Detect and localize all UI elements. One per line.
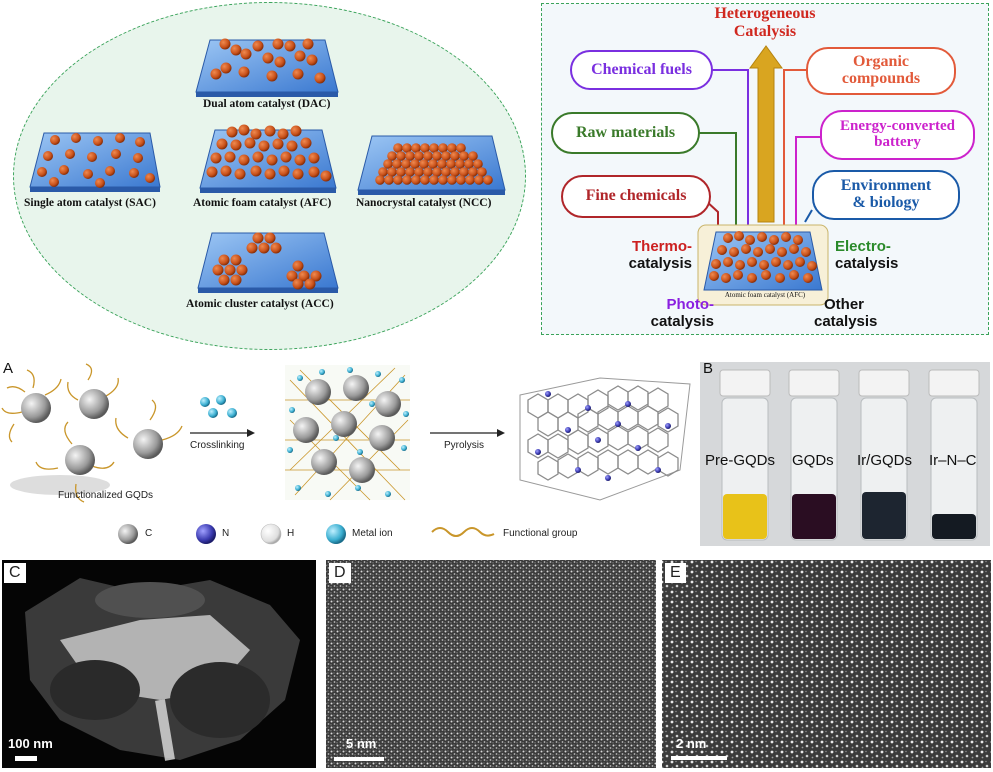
crosslinked-network-illustration	[285, 365, 410, 501]
electro-line-1: Electro-	[835, 238, 891, 255]
legend-metal-ion: Metal ion	[352, 528, 393, 539]
thermo-line-2: catalysis	[628, 255, 692, 272]
sac-illustration	[29, 132, 161, 192]
heterogeneous-arrow	[749, 45, 783, 223]
pill-label: battery	[874, 134, 921, 150]
scale-bar-e: 2 nm	[676, 736, 707, 751]
ncc-illustration	[357, 135, 506, 195]
crosslinking-arrow	[190, 429, 255, 437]
legend-functional-group: Functional group	[503, 528, 578, 539]
pill-energy-battery: Energy-converted battery	[820, 110, 975, 160]
panel-d-letter: D	[329, 563, 351, 583]
functionalized-gqds-label: Functionalized GQDs	[58, 490, 154, 501]
micrograph-e	[662, 560, 991, 768]
pill-label: Organic	[853, 53, 909, 71]
legend-n: N	[222, 528, 230, 539]
thermo-catalysis: Thermo- catalysis	[618, 238, 692, 272]
pill-chemical-fuels: Chemical fuels	[570, 50, 713, 90]
other-line-2: catalysis	[814, 313, 878, 330]
electro-line-2: catalysis	[835, 255, 899, 272]
dac-label: Dual atom catalyst (DAC)	[203, 98, 331, 110]
pill-label: & biology	[852, 194, 920, 211]
scale-bar-d: 5 nm	[346, 736, 377, 751]
functionalized-gqds-illustration	[1, 363, 183, 503]
photo-catalysis: Photo- catalysis	[642, 296, 714, 330]
pill-organic-compounds: Organic compounds	[806, 47, 956, 95]
afc-center-illustration	[697, 224, 829, 306]
pill-label: Chemical fuels	[591, 60, 692, 78]
vials-photo	[700, 362, 990, 546]
legend-markers	[118, 523, 495, 545]
legend-h: H	[287, 528, 295, 539]
electro-catalysis: Electro- catalysis	[835, 238, 898, 272]
other-line-1: Other	[824, 296, 865, 313]
panel-c-letter: C	[4, 563, 26, 583]
pill-raw-materials: Raw materials	[551, 112, 700, 154]
scale-bar-c: 100 nm	[8, 736, 53, 751]
pyrolysis-arrow	[430, 429, 505, 437]
pyrolysis-label: Pyrolysis	[444, 440, 485, 451]
micrograph-c	[2, 560, 316, 768]
panel-e-letter: E	[665, 563, 686, 583]
photo-line-2: catalysis	[650, 313, 714, 330]
thermo-line-1: Thermo-	[632, 238, 692, 255]
vial-label-pre-gqds: Pre-GQDs	[705, 452, 776, 469]
pill-label: Environment	[840, 177, 932, 195]
afc-label: Atomic foam catalyst (AFC)	[193, 197, 332, 209]
panel-a-letter: A	[3, 360, 14, 377]
heterogeneous-title: Heterogeneous Catalysis	[700, 5, 830, 41]
acc-illustration	[197, 232, 339, 293]
acc-label: Atomic cluster catalyst (ACC)	[186, 298, 334, 310]
ncc-label: Nanocrystal catalyst (NCC)	[356, 197, 492, 209]
afc-illustration	[199, 124, 337, 193]
pill-label: Fine chemicals	[585, 187, 687, 205]
dac-illustration	[195, 38, 339, 97]
vial-label-ir-gqds: Ir/GQDs	[857, 452, 912, 469]
vial-label-gqds: GQDs	[792, 452, 834, 469]
micrograph-d	[326, 560, 656, 768]
metal-ions-illustration	[200, 395, 237, 418]
crosslinking-label: Crosslinking	[190, 440, 245, 451]
graphene-network-illustration	[519, 377, 691, 501]
afc-center-caption: Atomic foam catalyst (AFC)	[724, 291, 806, 299]
pill-environment-biology: Environment & biology	[812, 170, 960, 220]
legend-c: C	[145, 528, 153, 539]
photo-line-1: Photo-	[666, 296, 714, 313]
pill-label: compounds	[841, 70, 921, 87]
pill-label: Energy-converted	[840, 118, 955, 135]
other-catalysis: Other catalysis	[814, 296, 877, 330]
title-line-2: Catalysis	[733, 23, 797, 40]
pill-label: Raw materials	[575, 123, 676, 141]
panel-b-letter: B	[703, 360, 714, 377]
sac-label: Single atom catalyst (SAC)	[24, 197, 156, 209]
vial-label-ir-n-c: Ir–N–C	[929, 452, 977, 469]
title-line-1: Heterogeneous	[714, 5, 816, 22]
pill-fine-chemicals: Fine chemicals	[561, 175, 711, 218]
